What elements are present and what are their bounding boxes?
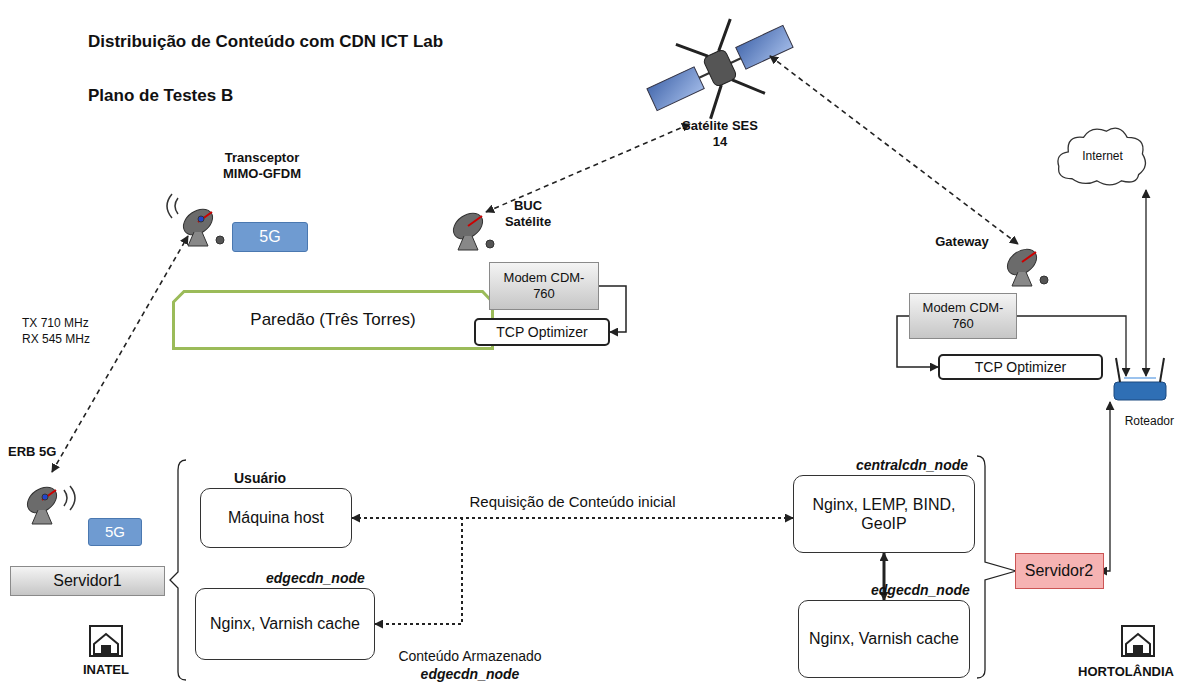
text-label: HORTOLÂNDIA [1078,664,1174,680]
text-label: Plano de Testes B [88,86,233,106]
node-box: Servidor1 [10,566,165,596]
node-heading: edgecdn_node [266,570,365,586]
text-label: ERB 5G [8,444,56,460]
node-heading: Usuário [234,470,286,486]
diagram-title: Distribuição de Conteúdo com CDN ICT Lab [88,32,443,52]
text-label: Gateway [935,234,988,250]
node-text: TCP Optimizer [971,359,1071,376]
text-label: Roteador [1125,414,1174,428]
node-box: Servidor2 [1015,553,1104,589]
node-text: Máquina host [224,508,328,527]
wall-shape [174,292,493,349]
edge-label: Requisição de Conteúdo inicial [467,493,679,510]
text-label: RX 545 MHz [22,332,90,346]
node-text: Modem CDM-760 [910,300,1016,331]
text-label: INATEL [83,662,129,678]
radio-links [52,56,1018,472]
text-label: Transceptor MIMO-GFDM [207,150,317,181]
satellite-icon [635,0,806,138]
node-box: UsuárioMáquina host [200,488,352,548]
text-label: TX 710 MHz [22,316,89,330]
node-text: Modem CDM-760 [490,270,598,301]
node-box: edgecdn_nodeNginx, Varnish cache [195,588,375,660]
node-box: Modem CDM-760 [489,262,599,310]
cloud-shape [1058,128,1145,185]
node-box: TCP Optimizer [474,318,610,346]
node-text: Nginx, Varnish cache [805,629,963,648]
node-box: Internet [1055,125,1150,187]
node-text: Internet [1078,149,1127,163]
brackets [170,456,1016,680]
text-label: Satélite SES 14 [682,118,758,149]
wires [1012,190,1146,571]
text-label: Conteúdo Armazenado [398,648,541,665]
node-text: TCP Optimizer [492,324,592,341]
node-box: centralcdn_nodeNginx, LEMP, BIND, GeoIP [793,475,975,553]
node-text: Servidor1 [49,571,125,590]
node-text: 5G [255,227,284,246]
node-box: TCP Optimizer [938,354,1103,380]
node-box: 5G [88,518,142,546]
node-text: Servidor2 [1021,561,1097,580]
router-icon [1114,358,1166,400]
node-heading: edgecdn_node [871,582,970,598]
connector [375,518,793,624]
node-box: Modem CDM-760 [909,293,1017,339]
node-text: 5G [101,523,129,541]
text-label: BUC Satélite [492,198,564,229]
node-box: Paredão (Três Torres) [172,290,494,350]
node-text: Paredão (Três Torres) [246,310,419,330]
node-box: edgecdn_nodeNginx, Varnish cache [798,600,970,678]
node-heading: centralcdn_node [856,457,968,473]
text-label: edgecdn_node [421,666,520,683]
node-text: Nginx, LEMP, BIND, GeoIP [794,495,974,533]
node-box: 5G [232,222,308,252]
node-text: Nginx, Varnish cache [206,614,364,633]
